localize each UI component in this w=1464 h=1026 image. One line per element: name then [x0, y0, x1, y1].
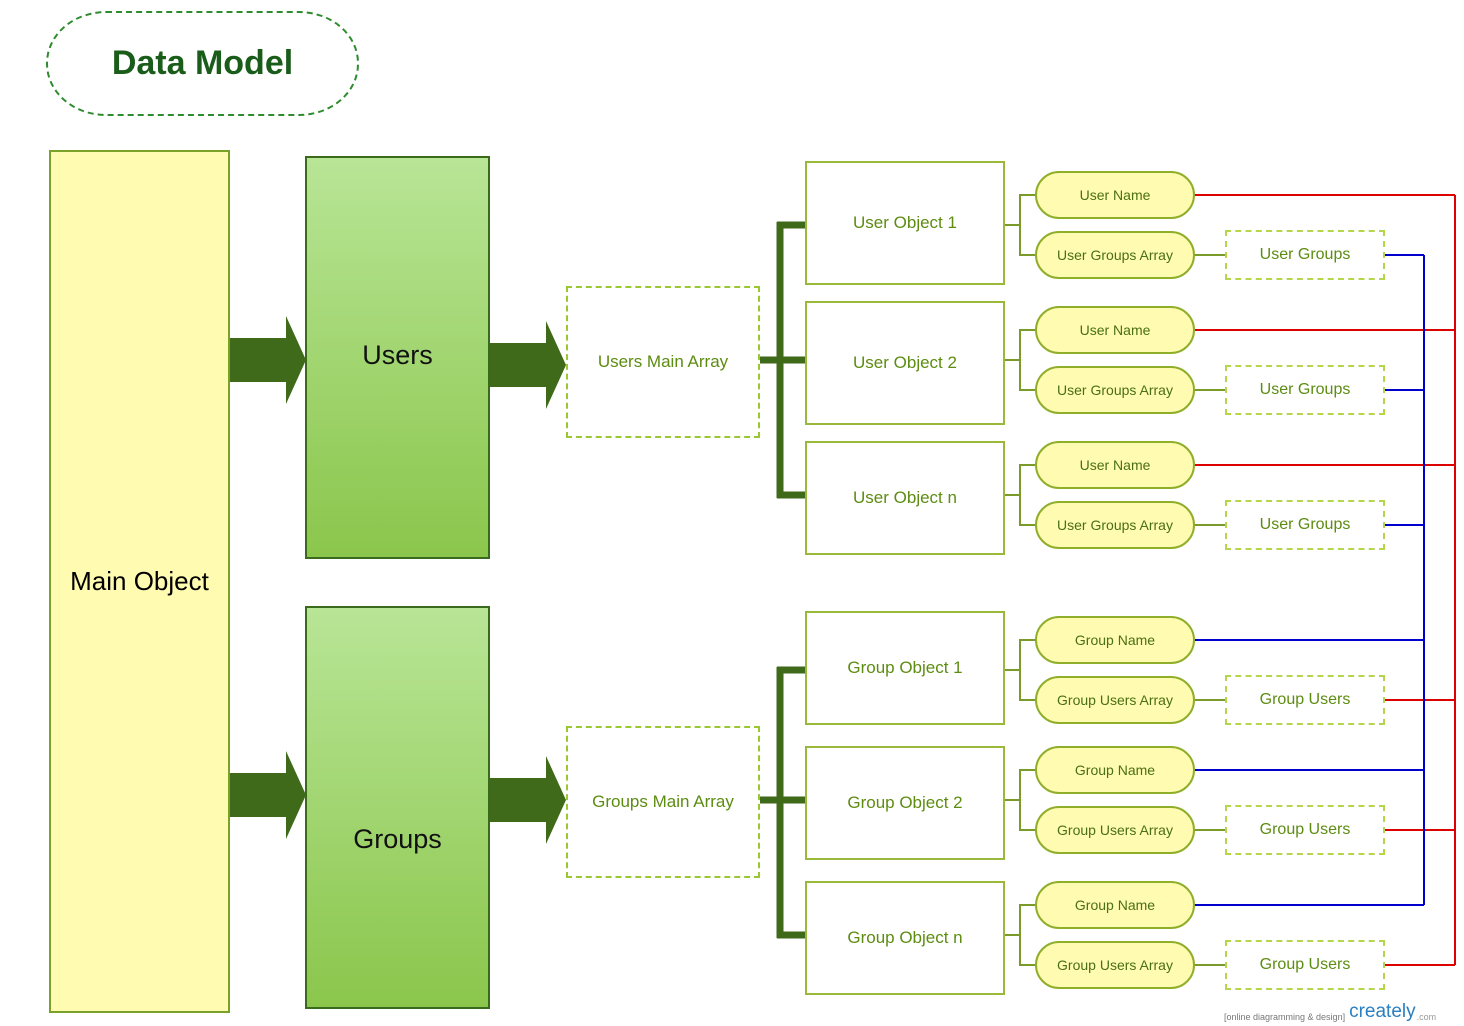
user-object-1: User Object 1: [805, 161, 1005, 285]
group-object-2: Group Object 2: [805, 746, 1005, 860]
arrow-users-to-array: [490, 321, 566, 409]
main-object-box: Main Object: [49, 150, 230, 1013]
group-object-n: Group Object n: [805, 881, 1005, 995]
groups-box-label: Groups: [353, 824, 442, 854]
user-object-2: User Object 2: [805, 301, 1005, 425]
user-groups-ref: User Groups: [1225, 365, 1385, 415]
groups-main-array: Groups Main Array: [566, 726, 760, 878]
arrow-main-to-groups: [230, 751, 306, 839]
group-users-ref: Group Users: [1225, 805, 1385, 855]
watermark-suffix: .com: [1416, 1012, 1437, 1022]
group-name-field: Group Name: [1035, 881, 1195, 929]
field-connectors: [1005, 194, 1226, 966]
group-users-array-field: Group Users Array: [1035, 806, 1195, 854]
group-users-ref: Group Users: [1225, 675, 1385, 725]
users-bracket: [760, 221, 806, 499]
group-name-field: Group Name: [1035, 746, 1195, 794]
watermark-tagline: [online diagramming & design]: [1224, 1012, 1346, 1022]
diagram-title: Data Model: [46, 11, 359, 116]
group-object-1: Group Object 1: [805, 611, 1005, 725]
user-name-field: User Name: [1035, 441, 1195, 489]
creately-watermark: [online diagramming & design] creately .…: [1224, 998, 1464, 1023]
user-groups-array-field: User Groups Array: [1035, 231, 1195, 279]
groups-bracket: [760, 666, 806, 939]
user-name-field: User Name: [1035, 306, 1195, 354]
user-name-links: [1194, 194, 1456, 966]
creately-logo: creately: [1349, 1001, 1416, 1022]
arrow-main-to-users: [230, 316, 306, 404]
users-box-label: Users: [362, 340, 433, 370]
user-groups-array-field: User Groups Array: [1035, 366, 1195, 414]
group-users-ref: Group Users: [1225, 940, 1385, 990]
user-groups-ref: User Groups: [1225, 230, 1385, 280]
group-users-array-field: Group Users Array: [1035, 941, 1195, 989]
group-name-links: [1194, 254, 1425, 906]
users-box: Users: [305, 156, 490, 559]
users-main-array: Users Main Array: [566, 286, 760, 438]
user-groups-ref: User Groups: [1225, 500, 1385, 550]
user-groups-array-field: User Groups Array: [1035, 501, 1195, 549]
group-users-array-field: Group Users Array: [1035, 676, 1195, 724]
user-object-n: User Object n: [805, 441, 1005, 555]
group-name-field: Group Name: [1035, 616, 1195, 664]
arrow-groups-to-array: [490, 756, 566, 844]
groups-box: Groups: [305, 606, 490, 1009]
user-name-field: User Name: [1035, 171, 1195, 219]
